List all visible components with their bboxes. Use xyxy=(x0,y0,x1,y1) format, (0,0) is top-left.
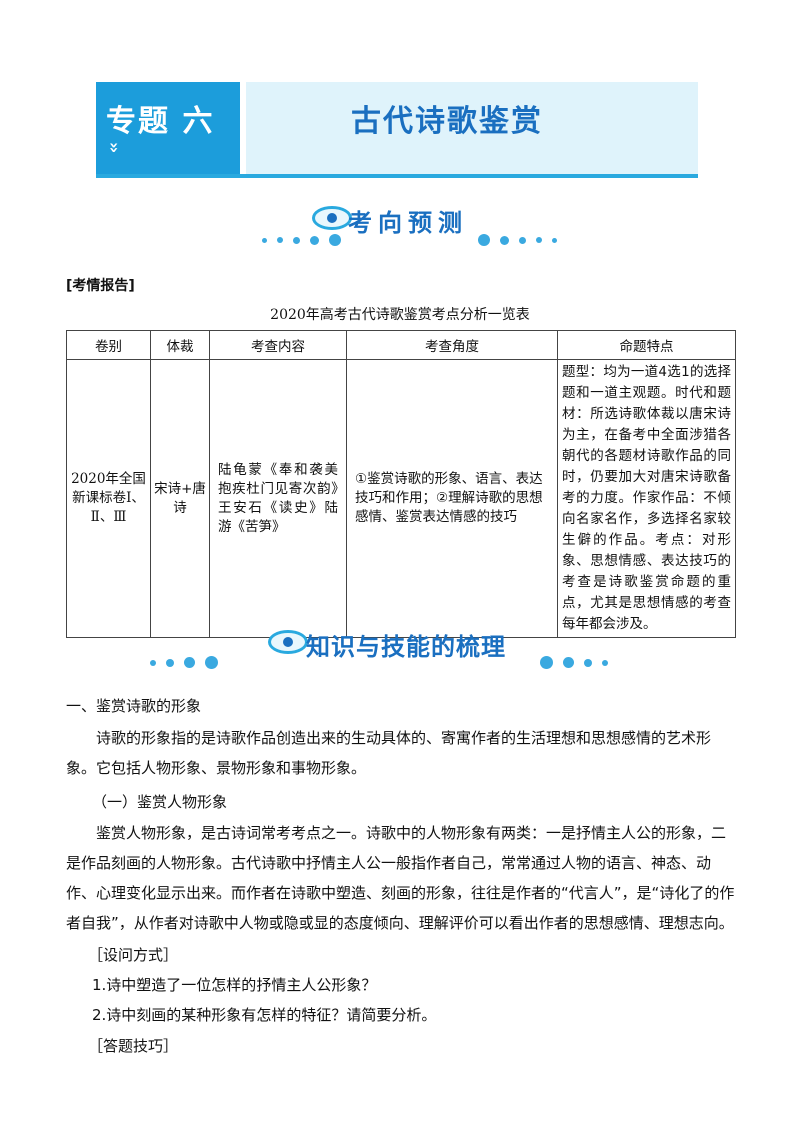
section-title: 知识与技能的梳理 xyxy=(306,633,506,661)
cell-ticai: 宋诗+唐诗 xyxy=(150,359,210,638)
banner-topic-block xyxy=(96,82,240,174)
question-item: 1.诗中塑造了一位怎样的抒情主人公形象？ xyxy=(92,976,377,994)
topic-number: 专题 六 xyxy=(106,104,215,139)
banner-underline xyxy=(96,174,698,178)
cell-tedian: 题型：均为一道4选1的选择题和一道主观题。时代和题材：所选诗歌体裁以唐宋诗为主，… xyxy=(557,359,736,638)
decorative-dots-left xyxy=(262,234,341,246)
report-label: [考情报告] xyxy=(66,278,135,294)
cell-juanbie: 2020年全国新课标卷Ⅰ、Ⅱ、Ⅲ xyxy=(66,359,151,638)
bracket-label: ［设问方式］ xyxy=(88,946,179,964)
table-header-row: 卷别 体裁 考查内容 考查角度 命题特点 xyxy=(66,330,736,360)
decorative-dots-right xyxy=(540,656,608,669)
decorative-dots-left xyxy=(150,656,218,669)
header-neirong: 考查内容 xyxy=(209,330,347,360)
table-caption: 2020年高考古代诗歌鉴赏考点分析一览表 xyxy=(270,307,530,323)
header-jiaodu: 考查角度 xyxy=(346,330,558,360)
exam-analysis-table: 卷别 体裁 考查内容 考查角度 命题特点 2020年全国新课标卷Ⅰ、Ⅱ、Ⅲ 宋诗… xyxy=(66,330,736,638)
header-juanbie: 卷别 xyxy=(66,330,151,360)
paragraph: 诗歌的形象指的是诗歌作品创造出来的生动具体的、寄寓作者的生活理想和思想感情的艺术… xyxy=(66,729,712,777)
decorative-dots-right xyxy=(478,234,557,246)
header-ticai: 体裁 xyxy=(150,330,210,360)
heading-level2: （一）鉴赏人物形象 xyxy=(92,793,228,811)
topic-banner: 专题 六 ›› 古代诗歌鉴赏 xyxy=(96,82,698,178)
question-item: 2.诗中刻画的某种形象有怎样的特征？请简要分析。 xyxy=(92,1006,437,1024)
section-title: 考向预测 xyxy=(348,209,468,237)
bracket-label: ［答题技巧］ xyxy=(88,1037,179,1055)
chevron-down-icon: ›› xyxy=(105,142,124,152)
eye-icon xyxy=(268,630,308,654)
paragraph: 鉴赏人物形象，是古诗词常考考点之一。诗歌中的人物形象有两类：一是抒情主人公的形象… xyxy=(66,824,735,932)
eye-icon xyxy=(312,206,352,230)
header-tedian: 命题特点 xyxy=(557,330,736,360)
heading-level1: 一、鉴赏诗歌的形象 xyxy=(66,697,202,715)
cell-jiaodu: ①鉴赏诗歌的形象、语言、表达技巧和作用；②理解诗歌的思想感情、鉴赏表达情感的技巧 xyxy=(346,359,558,638)
table-row: 2020年全国新课标卷Ⅰ、Ⅱ、Ⅲ 宋诗+唐诗 陆龟蒙《奉和袭美抱疾杜门见寄次韵》… xyxy=(66,359,736,638)
topic-title: 古代诗歌鉴赏 xyxy=(351,104,543,139)
cell-neirong: 陆龟蒙《奉和袭美抱疾杜门见寄次韵》王安石《读史》陆游《苦笋》 xyxy=(209,359,347,638)
